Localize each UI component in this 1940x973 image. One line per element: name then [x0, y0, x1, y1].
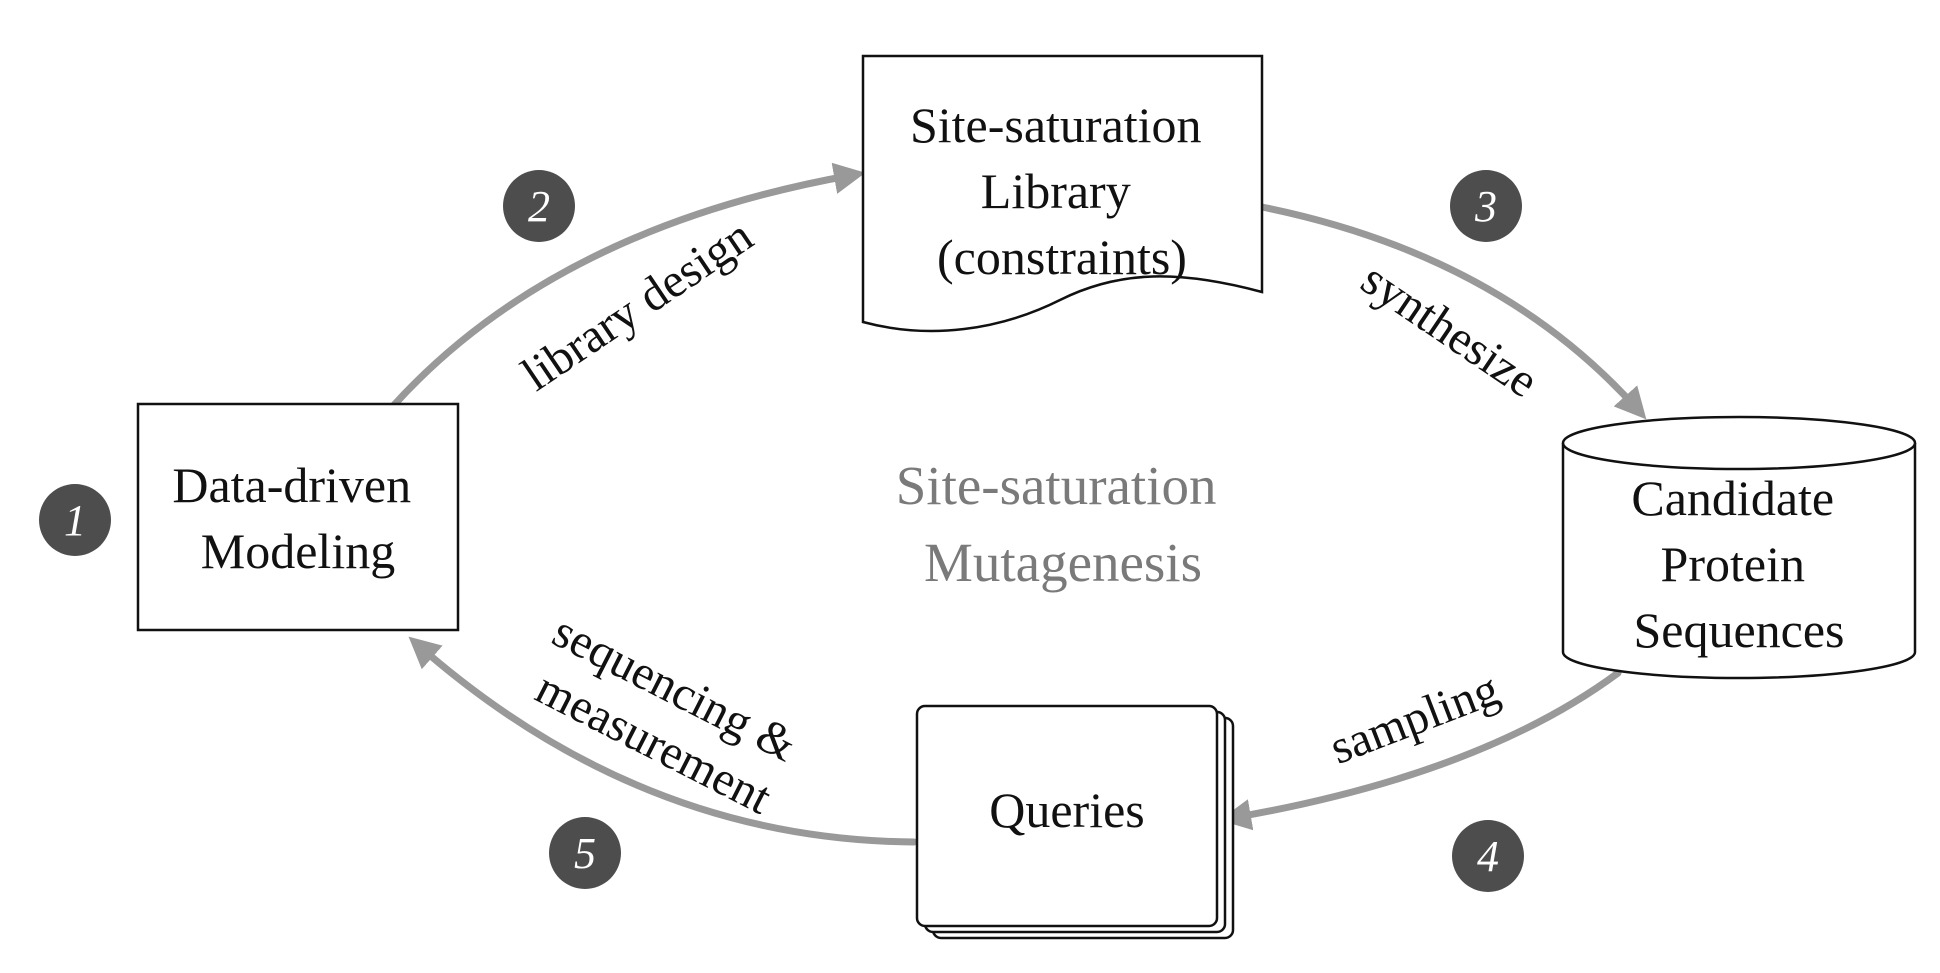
center-label: Site-saturation Mutagenesis: [896, 455, 1231, 593]
library-node: Site-saturation Library (constraints): [861, 54, 1264, 333]
center-label-line-1: Site-saturation: [896, 455, 1217, 516]
arrow-sequencing-measurement: [408, 636, 918, 846]
library-document-shape: [861, 54, 1264, 333]
arrow-synthesize: [1258, 203, 1647, 420]
synthesize-label: synthesize: [1352, 252, 1547, 408]
candidates-line-3: Sequences: [1633, 602, 1844, 658]
svg-text:Site-saturation Library: Site-saturation Library (constraints): [910, 97, 1214, 285]
center-label-line-2: Mutagenesis: [924, 532, 1202, 593]
arrow-sampling: [1219, 669, 1622, 831]
candidates-line-1: Candidate: [1631, 470, 1834, 526]
svg-text:Data-driven Modeling: Data-driven Modeling: [172, 457, 423, 579]
library-line-3: (constraints): [937, 229, 1187, 285]
arrow-library-design: [390, 162, 866, 409]
sampling-label: sampling: [1323, 662, 1506, 775]
library-line-1: Site-saturation: [910, 97, 1202, 153]
step-badge-1-circle: [39, 484, 111, 556]
step-badge-4: 4: [1452, 820, 1524, 892]
queries-node: Queries: [915, 704, 1235, 940]
step-badge-5-circle: [549, 817, 621, 889]
step-badge-3-number: 3: [1474, 182, 1497, 231]
modeling-line-1: Data-driven: [172, 457, 411, 513]
svg-text:Queries: Queries: [989, 782, 1145, 838]
step-badge-2-circle: [503, 170, 575, 242]
modeling-node: Data-driven Modeling: [136, 402, 460, 632]
queries-label: Queries: [989, 782, 1145, 838]
step-badge-5-number: 5: [574, 829, 596, 878]
svg-text:Candidate Protein: Candidate Protein Sequences: [1631, 470, 1846, 658]
library-line-2: Library: [981, 163, 1131, 219]
step-badge-3: 3: [1450, 170, 1522, 242]
modeling-box: [136, 402, 460, 632]
step-badge-2: 2: [503, 170, 575, 242]
step-badge-4-number: 4: [1477, 832, 1499, 881]
step-badge-2-number: 2: [528, 182, 550, 231]
step-badge-4-circle: [1452, 820, 1524, 892]
step-badge-5: 5: [549, 817, 621, 889]
candidates-line-2: Protein: [1661, 536, 1805, 592]
candidates-node: Candidate Protein Sequences: [1561, 415, 1917, 680]
candidates-cylinder-top: [1561, 415, 1917, 471]
queries-card-front: [915, 704, 1219, 928]
step-badge-1-number: 1: [64, 496, 86, 545]
candidates-cylinder-body: [1561, 443, 1917, 680]
step-badge-3-circle: [1450, 170, 1522, 242]
step-badge-1: 1: [39, 484, 111, 556]
modeling-line-2: Modeling: [201, 523, 395, 579]
